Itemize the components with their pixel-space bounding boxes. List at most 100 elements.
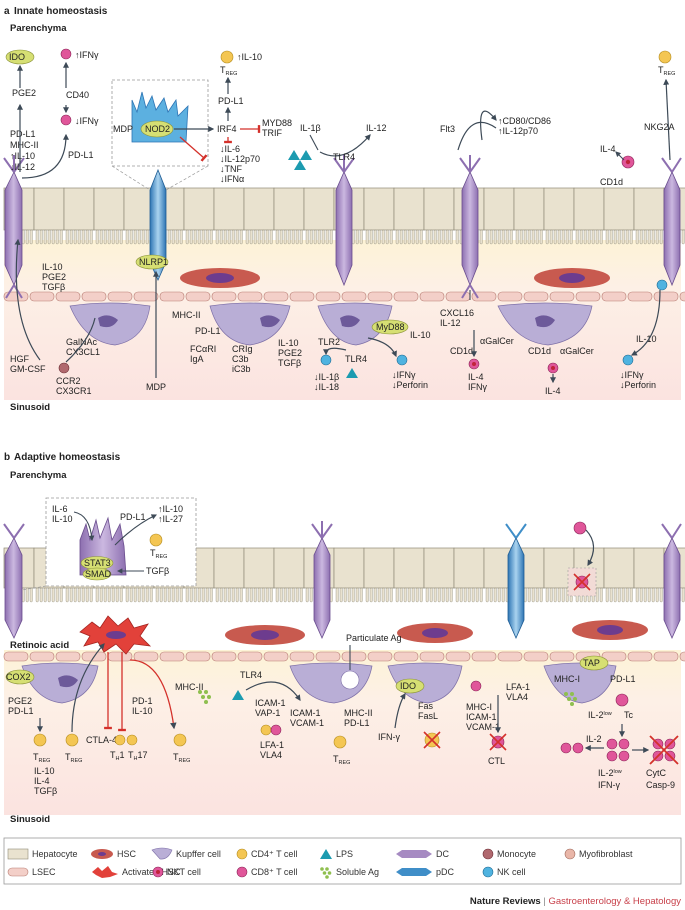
cd4-icon-b <box>260 724 272 736</box>
il27-up-label: ↑IL-27 <box>158 514 183 524</box>
hepatocyte-cell <box>213 187 245 231</box>
il10-left: IL-10 <box>42 262 63 272</box>
lsec-cell <box>419 291 445 302</box>
lsec-layer-b <box>3 651 685 662</box>
hepatocyte-cell <box>243 547 275 589</box>
il1b-down: ↓IL-1β <box>314 372 339 382</box>
treg-cell-icon <box>220 50 234 64</box>
panel-b-sinusoid: Sinusoid <box>10 814 50 825</box>
lsec-cell <box>367 291 393 302</box>
mdp-bottom-label: MDP <box>146 382 166 392</box>
nkg2a-label: NKG2A <box>644 122 675 132</box>
lsec-cell <box>315 651 341 662</box>
lsec-cell <box>575 291 601 302</box>
treg-b-label-3: TREG <box>173 752 190 764</box>
panel-b-heading: Adaptive homeostasis <box>14 452 121 463</box>
treg-label: TREG <box>220 65 237 77</box>
vla4-c-label: VLA4 <box>506 692 528 702</box>
hgf-label: HGF <box>10 354 30 364</box>
lsec-cell <box>523 651 549 662</box>
mhcii-mid-label: MHC-II <box>175 682 204 692</box>
nod2-label: NOD2 <box>145 124 170 134</box>
tgfb-kupffer: TGFβ <box>278 358 301 368</box>
dc-cell-middle-a <box>333 155 355 287</box>
lsec-cell <box>549 291 575 302</box>
lsec-cell <box>679 651 685 662</box>
legend-dc: DC <box>436 849 449 859</box>
hepatocyte-cell <box>513 187 545 231</box>
myd88-kupffer-bg <box>371 319 409 335</box>
cx3cl1-label: CX3CL1 <box>66 347 100 357</box>
vcam1-label: VCAM-1 <box>290 718 324 728</box>
il2low-label: IL-2low <box>588 710 612 720</box>
legend-kupffer: Kupffer cell <box>176 849 221 859</box>
hepatocyte-cell <box>243 187 275 231</box>
lsec-layer-a <box>3 291 685 302</box>
cx3cr1-label: CX3CR1 <box>56 386 92 396</box>
hepatocyte-cell <box>423 187 455 231</box>
kupffer-cell-a3 <box>317 302 393 346</box>
legend-box <box>3 837 682 885</box>
nk-cell-icon <box>396 354 408 366</box>
mdp-in-label: MDP <box>113 124 133 134</box>
mhci-2-label: MHC-I <box>554 674 580 684</box>
gmcsf-label: GM-CSF <box>10 364 46 374</box>
ifng-up-a: ↑IFNγ <box>75 50 99 60</box>
treg-b-icon-4 <box>333 735 347 749</box>
lsec-cell <box>627 651 653 662</box>
kupffer-cell-a2 <box>209 302 291 346</box>
cyto-3: ↓TNF <box>220 164 242 174</box>
fas-label: Fas <box>418 701 434 711</box>
irf4-label: IRF4 <box>217 124 237 134</box>
lsec-cell <box>107 291 133 302</box>
hepatocyte-cell <box>393 547 425 589</box>
nlrp1-label-bg <box>135 254 169 270</box>
ido-b-label: IDO <box>400 681 416 691</box>
hepatocyte-cell <box>303 187 335 231</box>
pdl1-label-c: PD-L1 <box>218 96 244 106</box>
il10-nk-label: IL-10 <box>410 330 431 340</box>
perf-r-label: ↓Perforin <box>620 380 656 390</box>
pge2-kupffer: PGE2 <box>278 348 302 358</box>
cd8-icon-b <box>270 724 282 736</box>
cd8-cluster-icon <box>606 738 630 762</box>
cd8-pair-icon-2 <box>572 742 584 754</box>
hsc-cell-b1 <box>225 625 305 645</box>
lsec-cell <box>653 651 679 662</box>
nlrp1-label: NLRP1 <box>139 257 168 267</box>
legend-monocyte: Monocyte <box>497 849 536 859</box>
treg-label-right: TREG <box>658 65 675 77</box>
hepatocyte-cell <box>453 547 485 589</box>
il12-down-label-a: ↓IL-12 <box>10 162 35 172</box>
retinoic-acid-label: Retinoic acid <box>10 640 69 651</box>
cd8-pair-icon-1 <box>560 742 572 754</box>
lsec-cell <box>653 291 679 302</box>
lsec-cell <box>549 651 575 662</box>
hepatocyte-cell <box>333 547 365 589</box>
ido-label-a: IDO <box>9 52 25 62</box>
nk-cell-icon-2 <box>320 354 332 366</box>
cd1d-top-label: CD1d <box>600 177 623 187</box>
hepatocyte-cell <box>33 187 65 231</box>
treg-inset-label: TREG <box>150 548 167 560</box>
dc-cell-center-b <box>311 521 333 639</box>
dc-cell-left-b <box>3 523 25 639</box>
pdl1-label-b: PD-L1 <box>68 150 94 160</box>
lps-icon-4 <box>346 368 358 378</box>
monocyte-icon <box>58 362 70 374</box>
panel-a-letter: a <box>4 6 10 17</box>
kupffer-cell-b1 <box>21 662 99 704</box>
myd88-kupffer: MyD88 <box>376 322 405 332</box>
crig-label: CRIg <box>232 344 253 354</box>
legend-pdc: pDC <box>436 867 455 877</box>
agalcer-2: αGalCer <box>560 346 594 356</box>
c3b-label: C3b <box>232 354 249 364</box>
lsec-cell <box>81 291 107 302</box>
nod2-label-bg <box>140 120 174 138</box>
panel-b-letter: b <box>4 452 10 463</box>
tgfb-inset-label: TGFβ <box>146 566 169 576</box>
mhcii-k-b-label: MHC-II <box>344 708 373 718</box>
kupffer-cell-a4 <box>497 302 593 346</box>
pdl1-b-label: PD-L1 <box>8 706 34 716</box>
